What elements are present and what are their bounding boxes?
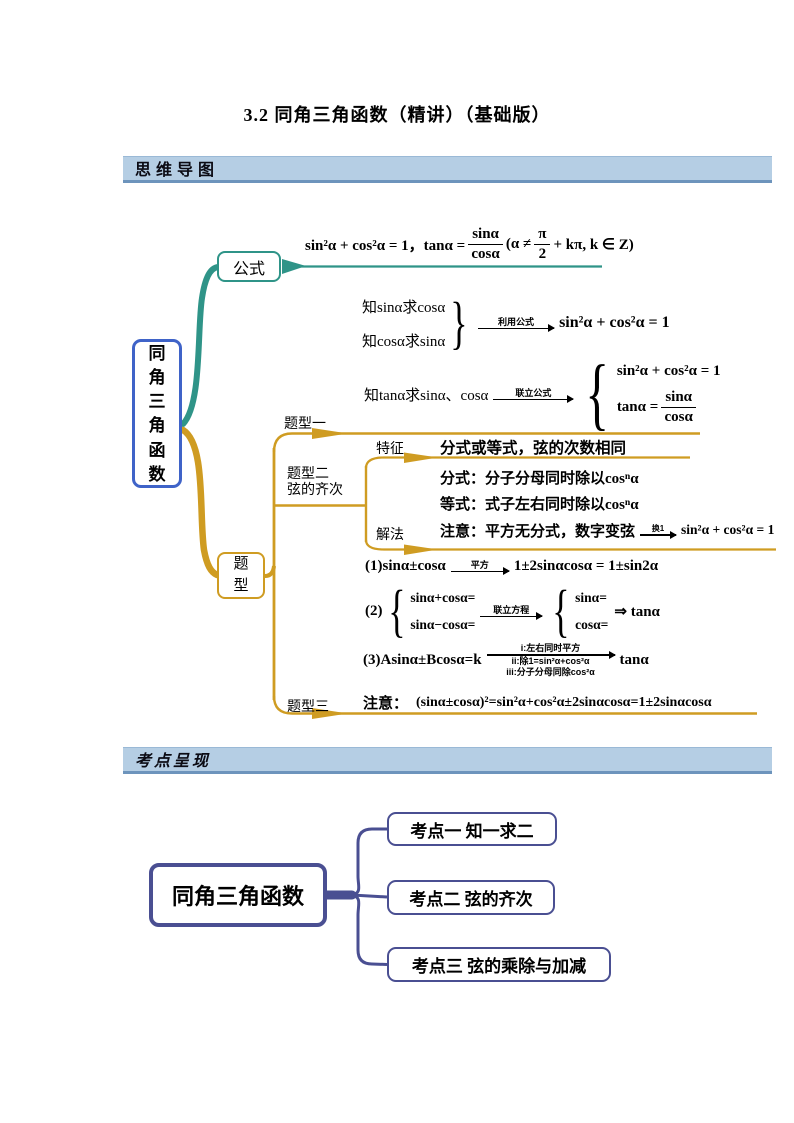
item1-post: 1±2sinαcosα = 1±sin2α bbox=[513, 557, 659, 574]
jiefa-label: 解法 bbox=[376, 528, 404, 543]
map1-formula-label: 公式 bbox=[232, 260, 265, 278]
know2-arrow: 联立公式 bbox=[493, 388, 575, 403]
tixing3-row: 注意： (sinα±cosα)²=sin²α+cos²α±2sinαcosα=1… bbox=[363, 692, 712, 713]
right-brace: } bbox=[450, 289, 468, 355]
map2-root-node: 同角三角函数 bbox=[149, 863, 327, 927]
map1-root-node: 同角三角函数 bbox=[132, 339, 182, 488]
item2-case1: sinα+cosα= bbox=[410, 589, 476, 605]
fraction-sin-cos-2: sinα cosα bbox=[661, 389, 697, 425]
item3-post: tanα bbox=[619, 652, 649, 668]
zhuyi-pre: 注意：平方无分式，数字变弦 bbox=[440, 523, 636, 540]
feature-text: 分式或等式，弦的次数相同 bbox=[440, 440, 627, 457]
feature-label: 特征 bbox=[376, 442, 404, 457]
section-header-mindmap: 思维导图 bbox=[123, 156, 772, 183]
branch-gold-root-to-tixing bbox=[179, 426, 221, 579]
kaodian1-label: 考点一 知一求二 bbox=[410, 821, 534, 841]
branch-teal-root-to-formula bbox=[180, 264, 221, 427]
map1-formula-node: 公式 bbox=[217, 251, 281, 282]
item2-label: (2) bbox=[365, 602, 383, 619]
item2-post: ⇒ tanα bbox=[614, 603, 660, 620]
item3-arrow: i:左右同时平方 ii:除1=sin²α+cos²α iii:分子分母同除cos… bbox=[486, 643, 616, 678]
branch-purple-to-kaodian2 bbox=[351, 893, 388, 899]
item1-row: (1)sinα±cosα 平方 1±2sinαcosα = 1±sin2α bbox=[365, 553, 658, 579]
know2-group: 知tanα求sinα、cosα 联立公式 { sin²α + cos²α = 1… bbox=[364, 350, 721, 438]
fenshi-text: 分式：分子分母同时除以cosⁿα bbox=[440, 471, 639, 487]
tixing3-pre: 注意： bbox=[363, 696, 409, 712]
branch-gold-tixing-stub bbox=[264, 565, 276, 578]
item2-row: (2) { sinα+cosα= sinα−cosα= 联立方程 { sinα=… bbox=[365, 577, 660, 643]
item3-row: (3)Asinα±Bcosα=k i:左右同时平方 ii:除1=sin²α+co… bbox=[363, 643, 649, 678]
know1-line2: 知cosα求sinα bbox=[362, 333, 446, 350]
fraction-sin-cos: sinα cosα bbox=[468, 226, 503, 262]
know1-arrow: 利用公式 bbox=[478, 317, 556, 332]
branch-purple-to-kaodian1 bbox=[351, 827, 387, 897]
branch-purple-to-kaodian3 bbox=[351, 893, 388, 966]
branch-teal-arrowhead bbox=[282, 259, 306, 274]
item2-result2: cosα= bbox=[575, 616, 609, 632]
identity-formula: sin²α + cos²α = 1，tanα = sinα cosα (α ≠ … bbox=[305, 222, 634, 266]
kaodian2-label: 考点二 弦的齐次 bbox=[409, 890, 533, 909]
left-brace: { bbox=[387, 577, 406, 643]
tixing3-label: 题型三 bbox=[287, 700, 329, 715]
fraction-pi-2: π 2 bbox=[534, 226, 551, 262]
item2-arrow: 联立方程 bbox=[480, 605, 544, 620]
item3-pre: (3)Asinα±Bcosα=k bbox=[363, 652, 482, 668]
map1-root-label: 同角三角函数 bbox=[148, 344, 166, 484]
kaodian2-node: 考点二 弦的齐次 bbox=[387, 880, 555, 915]
map1-tixing-node: 题型 bbox=[217, 552, 265, 599]
item1-arrow: 平方 bbox=[450, 560, 510, 575]
page-title: 3.2 同角三角函数（精讲）（基础版） bbox=[243, 105, 551, 125]
identity-formula-post: + kπ, k ∈ Z) bbox=[553, 236, 634, 253]
kaodian1-node: 考点一 知一求二 bbox=[387, 812, 557, 846]
tixing1-label: 题型一 bbox=[284, 417, 326, 432]
identity-formula-mid: (α ≠ bbox=[505, 235, 532, 252]
identity-formula-pre: sin²α + cos²α = 1，tanα = bbox=[305, 237, 466, 254]
kaodian3-node: 考点三 弦的乘除与加减 bbox=[387, 947, 611, 982]
know1-group: 知sinα求cosα 知cosα求sinα } 利用公式 sin²α + cos… bbox=[362, 289, 670, 355]
item1-pre: (1)sinα±cosα bbox=[365, 557, 446, 574]
know1-result: sin²α + cos²α = 1 bbox=[559, 314, 670, 331]
dengshi-text: 等式：式子左右同时除以cosⁿα bbox=[440, 497, 639, 513]
know2-case2-pre: tanα = bbox=[616, 398, 659, 415]
item2-case2: sinα−cosα= bbox=[410, 616, 476, 632]
zhuyi-arrow: 换1 bbox=[640, 524, 678, 538]
kaodian3-label: 考点三 弦的乘除与加减 bbox=[411, 957, 587, 976]
tixing2-label-line1: 题型二 bbox=[287, 467, 329, 482]
item2-result1: sinα= bbox=[575, 589, 607, 605]
branch-gold-feature-arrowhead bbox=[404, 452, 438, 463]
left-brace: { bbox=[585, 350, 610, 438]
zhuyi-result: sin²α + cos²α = 1 bbox=[681, 522, 775, 537]
tixing3-formula: (sinα±cosα)²=sin²α+cos²α±2sinαcosα=1±2si… bbox=[416, 694, 712, 710]
zhuyi-row: 注意：平方无分式，数字变弦 换1 sin²α + cos²α = 1 bbox=[440, 517, 774, 543]
left-brace: { bbox=[552, 577, 570, 643]
map2-root-label: 同角三角函数 bbox=[171, 884, 304, 909]
know2-case1: sin²α + cos²α = 1 bbox=[616, 363, 721, 379]
tixing2-label-line2: 弦的齐次 bbox=[287, 483, 343, 498]
know2-lead: 知tanα求sinα、cosα bbox=[364, 387, 489, 404]
section-header-kaodian: 考点呈现 bbox=[123, 747, 772, 774]
map1-tixing-label: 题型 bbox=[233, 556, 249, 594]
know1-line1: 知sinα求cosα bbox=[362, 299, 446, 316]
